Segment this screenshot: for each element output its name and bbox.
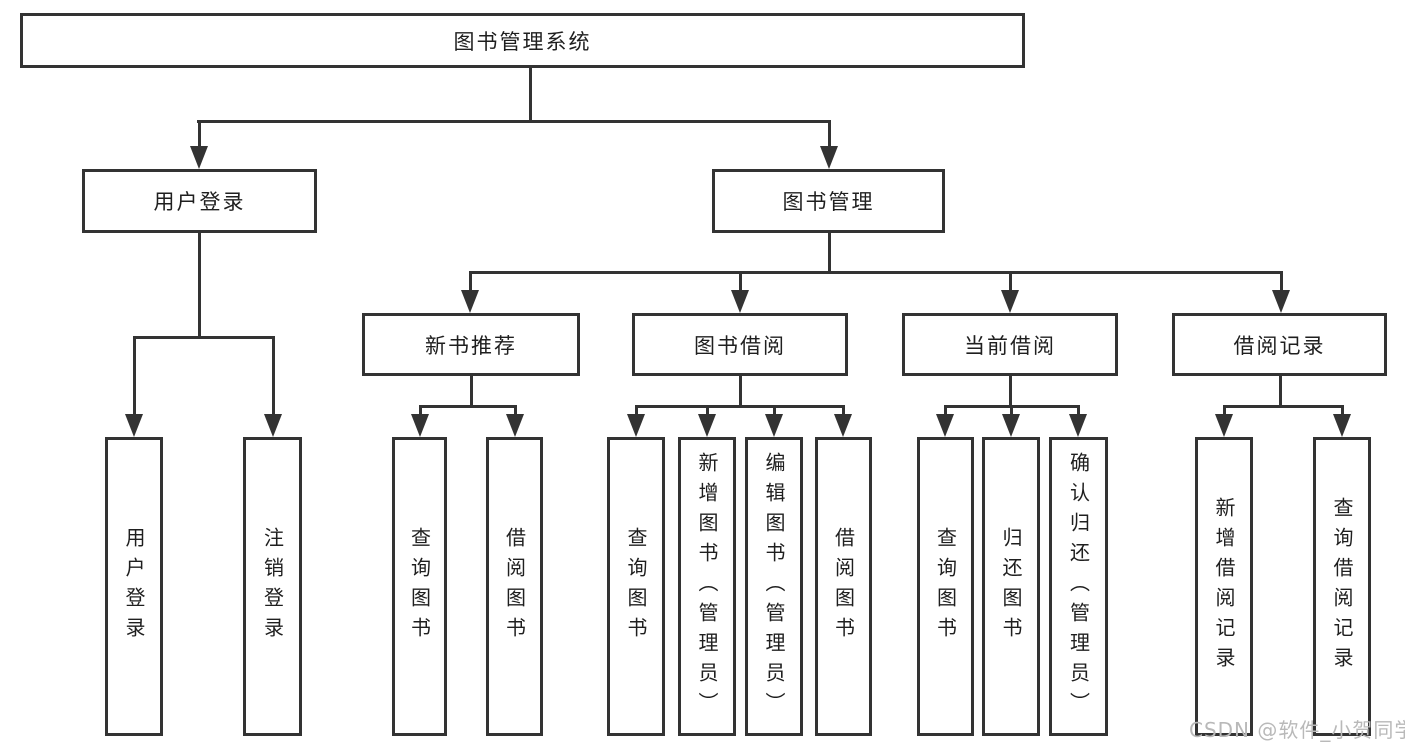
leaf-return-book: 归还图书	[982, 437, 1040, 736]
leaf-add-book-admin: 新增图书（管理员）	[678, 437, 736, 736]
connector-line	[419, 406, 422, 416]
connector-line	[1223, 405, 1344, 408]
arrow-down-icon	[936, 414, 954, 437]
node-label: 新增借阅记录	[1212, 496, 1236, 677]
arrow-down-icon	[1272, 290, 1290, 313]
leaf-query-borrow-record: 查询借阅记录	[1313, 437, 1371, 736]
leaf-confirm-return-admin: 确认归还（管理员）	[1049, 437, 1108, 736]
connector-line	[529, 68, 532, 121]
leaf-edit-book-admin: 编辑图书（管理员）	[745, 437, 803, 736]
leaf-user-login: 用户登录	[105, 437, 163, 736]
connector-line	[1009, 376, 1012, 407]
connector-line	[1341, 406, 1344, 416]
arrow-down-icon	[765, 414, 783, 437]
arrow-down-icon	[125, 414, 143, 437]
arrow-down-icon	[698, 414, 716, 437]
leaf-logout: 注销登录	[243, 437, 302, 736]
connector-line	[1279, 376, 1282, 407]
connector-line	[469, 271, 1283, 274]
arrow-down-icon	[627, 414, 645, 437]
connector-line	[944, 406, 947, 416]
connector-line	[469, 272, 472, 292]
connector-line	[828, 121, 831, 148]
node-label: 借阅记录	[1233, 333, 1326, 358]
node-label: 查询图书	[624, 526, 648, 647]
connector-line	[133, 337, 136, 416]
arrow-down-icon	[820, 146, 838, 169]
connector-line	[1009, 272, 1012, 292]
node-label: 归还图书	[999, 526, 1023, 647]
connector-line	[828, 233, 831, 274]
node-current-borrow: 当前借阅	[902, 313, 1118, 376]
node-book-management-system: 图书管理系统	[20, 13, 1025, 68]
node-label: 注销登录	[260, 526, 285, 647]
arrow-down-icon	[190, 146, 208, 169]
connector-line	[514, 406, 517, 416]
leaf-query-books: 查询图书	[607, 437, 665, 736]
node-book-borrow: 图书借阅	[632, 313, 848, 376]
leaf-borrow-books: 借阅图书	[815, 437, 872, 736]
node-label: 图书借阅	[694, 333, 786, 358]
connector-line	[133, 336, 275, 339]
arrow-down-icon	[411, 414, 429, 437]
connector-line	[1280, 272, 1283, 292]
node-label: 查询图书	[933, 526, 958, 647]
node-label: 借阅图书	[831, 526, 856, 647]
node-label: 确认归还（管理员）	[1066, 451, 1091, 722]
leaf-query-books: 查询图书	[392, 437, 447, 736]
connector-line	[706, 406, 709, 416]
arrow-down-icon	[1215, 414, 1233, 437]
node-label: 当前借阅	[964, 333, 1056, 358]
connector-line	[1077, 406, 1080, 416]
node-label: 新增图书（管理员）	[695, 451, 719, 722]
connector-line	[842, 406, 845, 416]
node-label: 图书管理	[782, 190, 875, 214]
connector-line	[1010, 406, 1013, 416]
connector-line	[635, 406, 638, 416]
connector-line	[197, 120, 831, 123]
node-user-login: 用户登录	[82, 169, 317, 233]
watermark: CSDN @软件_小贺同学	[1189, 718, 1405, 742]
connector-line	[739, 272, 742, 292]
node-label: 新书推荐	[425, 333, 517, 358]
node-borrow-records: 借阅记录	[1172, 313, 1387, 376]
node-label: 编辑图书（管理员）	[762, 451, 786, 722]
arrow-down-icon	[1069, 414, 1087, 437]
connector-line	[470, 376, 473, 407]
arrow-down-icon	[506, 414, 524, 437]
arrow-down-icon	[1333, 414, 1351, 437]
connector-line	[1223, 406, 1226, 416]
connector-line	[739, 376, 742, 407]
connector-line	[272, 337, 275, 416]
node-label: 借阅图书	[502, 526, 527, 647]
node-label: 用户登录	[153, 190, 246, 214]
node-label: 查询借阅记录	[1330, 496, 1354, 677]
arrow-down-icon	[731, 290, 749, 313]
connector-line	[198, 121, 201, 148]
arrow-down-icon	[1001, 290, 1019, 313]
connector-line	[419, 405, 517, 408]
arrow-down-icon	[461, 290, 479, 313]
leaf-borrow-books: 借阅图书	[486, 437, 543, 736]
leaf-add-borrow-record: 新增借阅记录	[1195, 437, 1253, 736]
node-label: 用户登录	[122, 526, 146, 647]
connector-line	[198, 233, 201, 339]
arrow-down-icon	[1002, 414, 1020, 437]
node-label: 图书管理系统	[453, 29, 592, 54]
node-new-book-recommend: 新书推荐	[362, 313, 580, 376]
leaf-query-books: 查询图书	[917, 437, 974, 736]
connector-line	[635, 405, 845, 408]
node-book-management: 图书管理	[712, 169, 945, 233]
connector-line	[773, 406, 776, 416]
node-label: 查询图书	[407, 526, 432, 647]
arrow-down-icon	[264, 414, 282, 437]
arrow-down-icon	[834, 414, 852, 437]
